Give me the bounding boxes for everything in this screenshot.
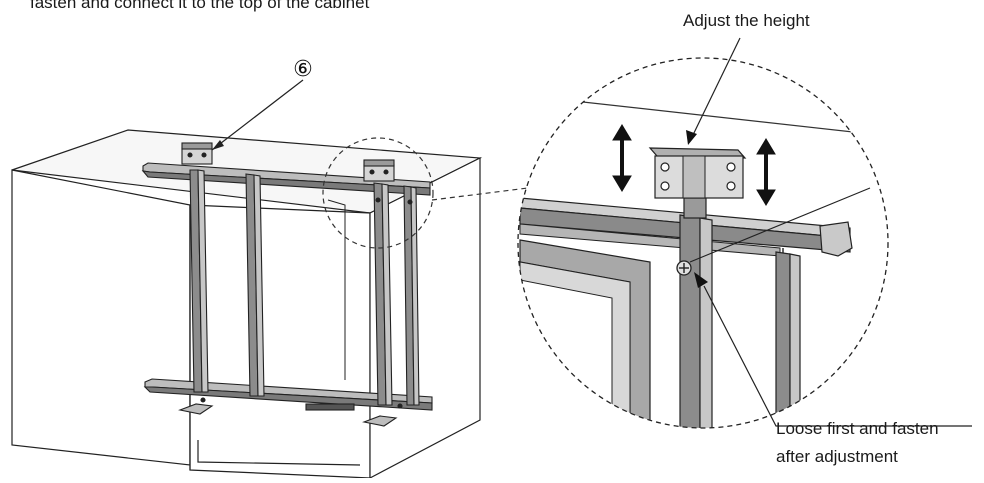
pointer-arrow-icon [694, 272, 708, 288]
callout-part-number: ⑥ [293, 56, 313, 81]
top-bracket-right [363, 159, 395, 182]
bracket-leader [689, 187, 871, 263]
screw-icon [676, 260, 692, 276]
height-bracket [648, 147, 747, 199]
pointer-arrow-icon [686, 130, 697, 145]
detail-connector-line [431, 187, 529, 201]
detail-view [518, 58, 888, 428]
detail-reference-circle [322, 137, 434, 249]
top-bracket-left [181, 142, 213, 165]
loosen-leader [703, 285, 972, 427]
loosen-label-line1: Loose first and fasten [776, 419, 939, 438]
loosen-label-line2: after adjustment [776, 447, 898, 466]
up-down-arrow-icon [612, 124, 632, 192]
detail-circle [517, 57, 889, 429]
instruction-text: fasten and connect it to the top of the … [30, 0, 370, 12]
adjust-height-label: Adjust the height [683, 11, 810, 30]
height-leader [691, 37, 741, 138]
mounting-frame [141, 142, 433, 427]
pointer-arrow-icon [212, 140, 224, 150]
callout-leader [211, 79, 304, 151]
up-down-arrow-icon [756, 138, 776, 206]
